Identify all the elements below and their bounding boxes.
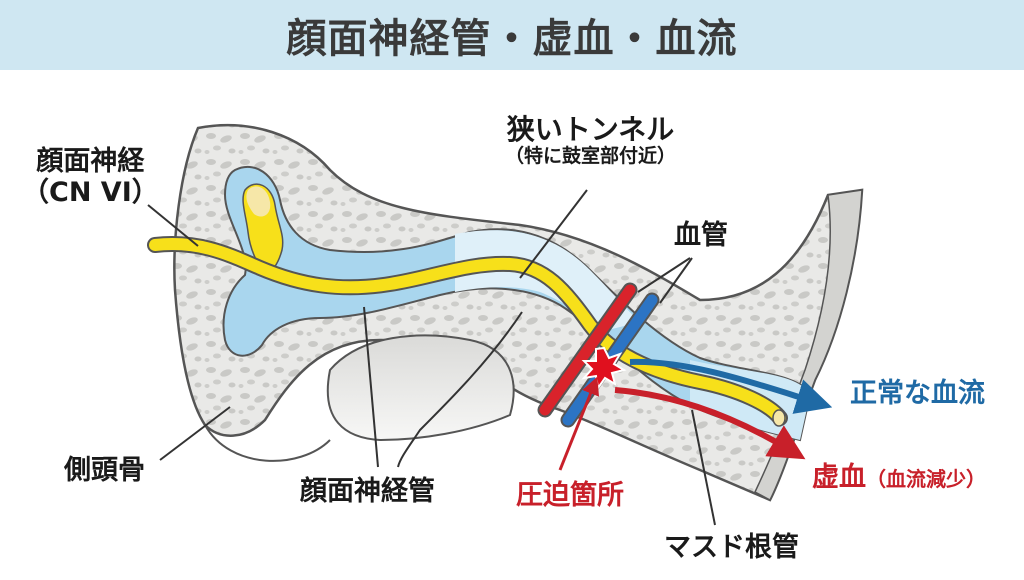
label-compression-site: 圧迫箇所 bbox=[516, 480, 624, 511]
ischemia-subtext: （血流減少） bbox=[866, 467, 986, 491]
ischemia-arrow bbox=[614, 387, 806, 460]
ischemia-text: 虚血 bbox=[812, 462, 866, 493]
label-mastoid-canal: マスド根管 bbox=[664, 532, 799, 563]
normal-flow-arrow bbox=[629, 358, 833, 414]
facial-nerve-text: 顔面神経 bbox=[36, 146, 145, 177]
page-title: 顔面神経管・虚血・血流 bbox=[286, 16, 738, 62]
narrow-tunnel-subtext: （特に鼓室部付近） bbox=[505, 145, 677, 168]
leader-lines bbox=[147, 189, 716, 526]
narrow-tunnel-text: 狭いトンネル bbox=[506, 113, 675, 146]
diagram-illustration bbox=[147, 124, 864, 526]
label-facial-nerve: 顔面神経 （CN VI） bbox=[22, 146, 159, 208]
label-ischemia: 虚血（血流減少） bbox=[812, 462, 986, 493]
label-narrow-tunnel: 狭いトンネル （特に鼓室部付近） bbox=[505, 113, 677, 168]
label-normal-flow: 正常な血流 bbox=[850, 378, 985, 409]
label-facial-canal: 顔面神経管 bbox=[300, 476, 435, 507]
facial-nerve-subtext: （CN VI） bbox=[22, 177, 159, 209]
title-bar: 顔面神経管・虚血・血流 bbox=[0, 0, 1024, 70]
anatomy-diagram: 顔面神経 （CN VI） 狭いトンネル （特に鼓室部付近） 血管 正常な血流 虚… bbox=[0, 70, 1024, 576]
label-blood-vessel: 血管 bbox=[674, 220, 728, 251]
label-temporal-bone: 側頭骨 bbox=[64, 455, 145, 486]
compression-starburst bbox=[581, 346, 627, 391]
